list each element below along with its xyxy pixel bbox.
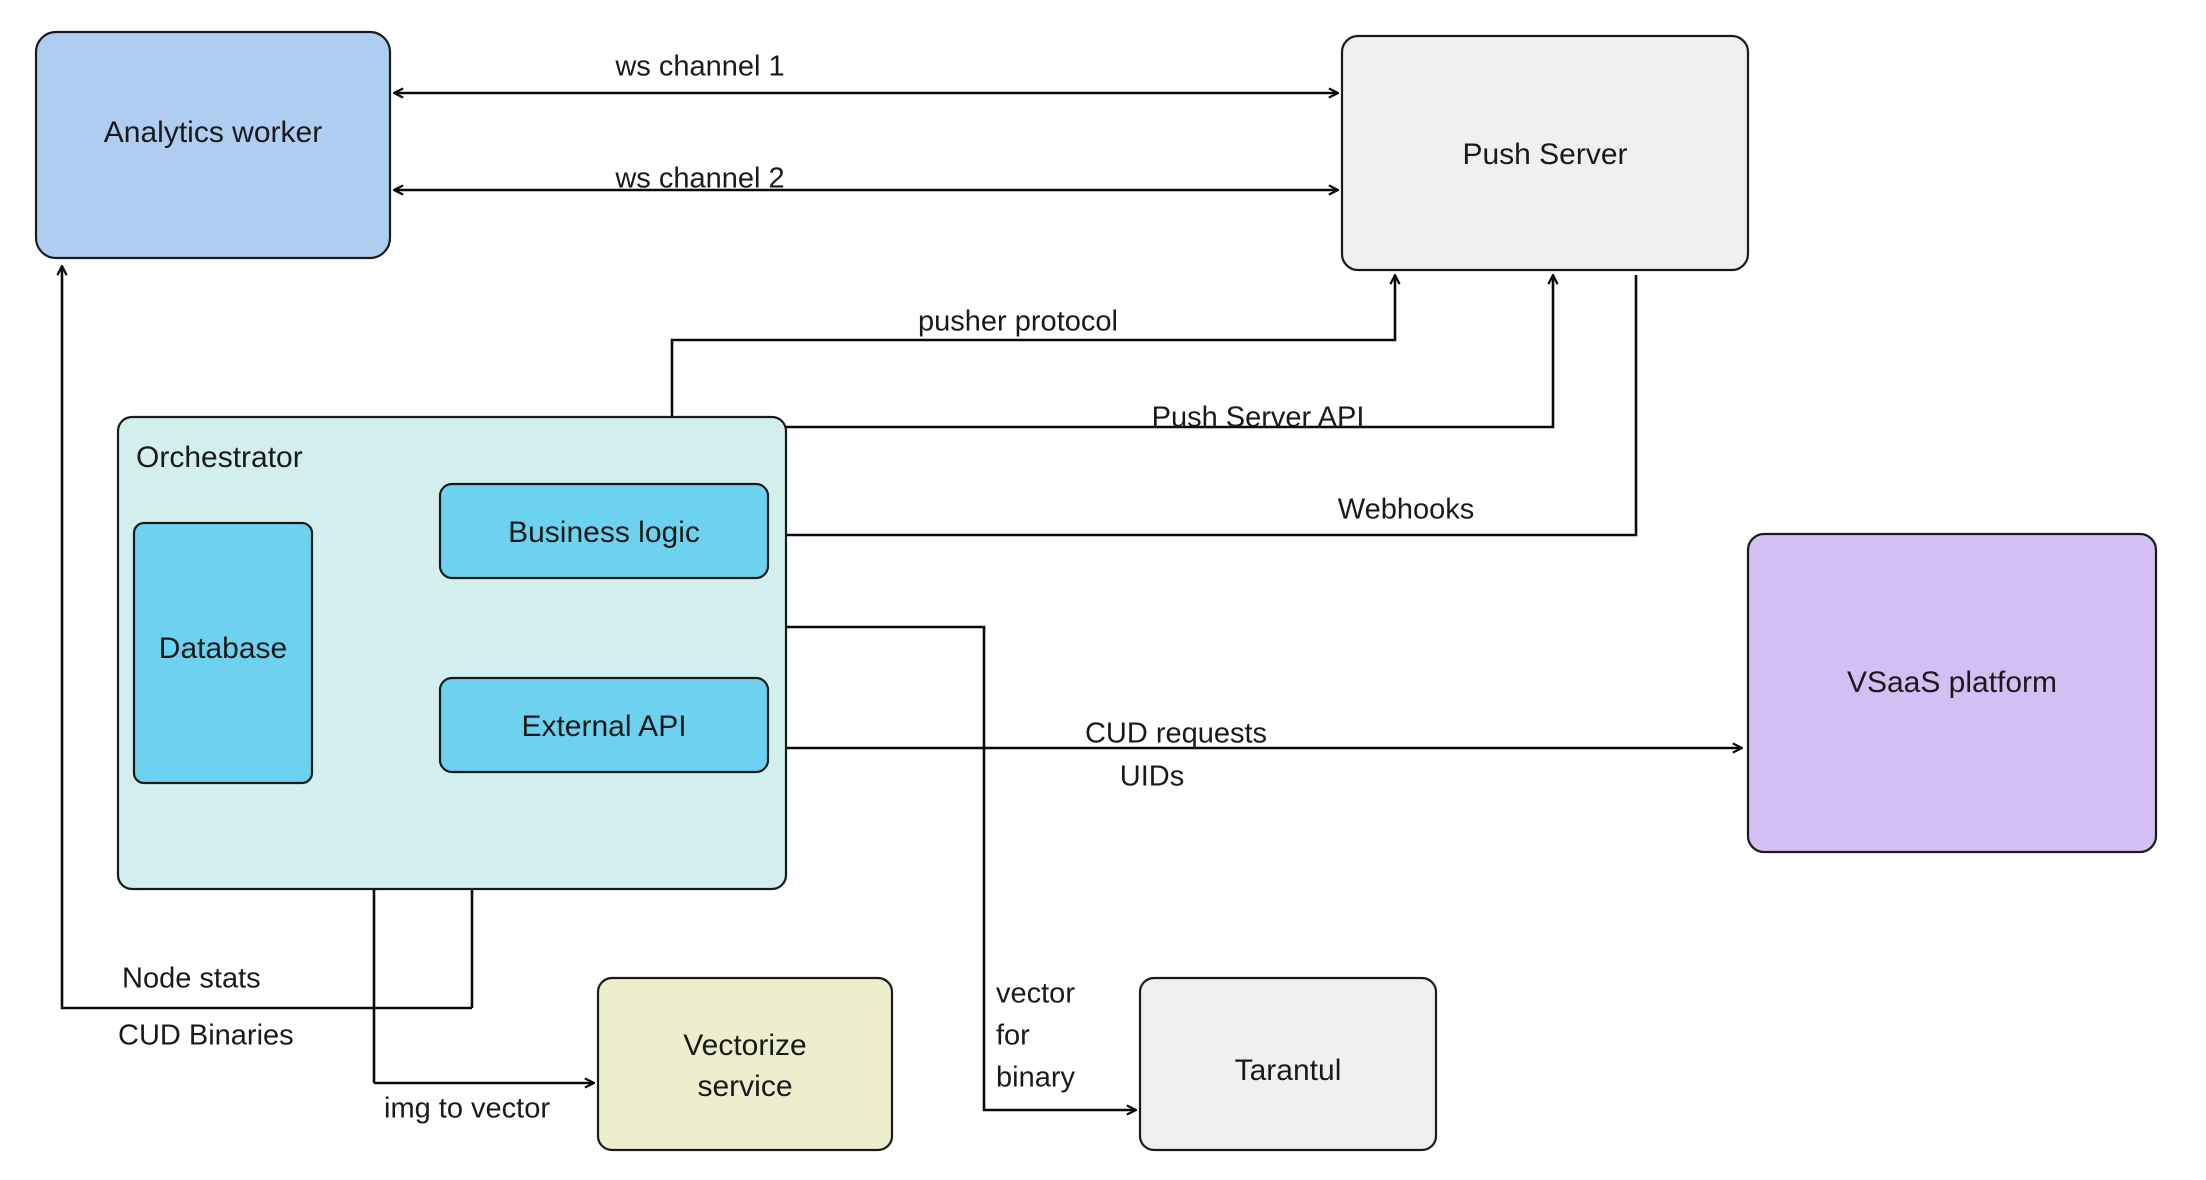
node-stats-line [62, 266, 472, 1010]
node-tarantul[interactable]: Tarantul [1138, 976, 1438, 1152]
node-business-logic[interactable]: Business logic [438, 482, 770, 580]
business-logic-label: Business logic [508, 516, 700, 549]
vectorize-service-rect[interactable] [596, 976, 894, 1152]
node-vectorize-service[interactable]: Vectorize service [596, 976, 894, 1152]
webhooks-line [768, 275, 1638, 535]
edge-ws-channel-2: ws channel 2 [394, 163, 1338, 195]
database-rect[interactable] [132, 521, 314, 785]
img-to-vector-label: img to vector [384, 1093, 550, 1125]
push-server-api-label: Push Server API [1152, 402, 1365, 434]
external-api-rect[interactable] [438, 676, 770, 774]
push-server-api-line [722, 275, 1553, 478]
analytics-worker-rect[interactable] [34, 30, 392, 260]
ws-channel-1-label: ws channel 1 [614, 51, 784, 83]
edge-node-stats: Node stats CUD Binaries [62, 266, 472, 1052]
edge-webhooks: Webhooks [768, 275, 1638, 535]
analytics-worker-label: Analytics worker [104, 116, 322, 149]
edge-cud-requests: CUD requests UIDs [768, 718, 1742, 793]
node-vsaas-platform[interactable]: VSaaS platform [1746, 532, 2158, 854]
vsaas-platform-rect[interactable] [1746, 532, 2158, 854]
edge-img-to-vector: img to vector [374, 1083, 594, 1125]
vector-for-binary-label-line3: binary [996, 1062, 1075, 1094]
vector-for-binary-label-line2: for [996, 1020, 1030, 1052]
webhooks-label: Webhooks [1338, 494, 1475, 526]
vector-for-binary-label-line1: vector [996, 978, 1075, 1010]
node-database[interactable]: Database [132, 521, 314, 785]
cud-binaries-label: CUD Binaries [118, 1020, 294, 1052]
pusher-protocol-label: pusher protocol [918, 306, 1118, 338]
node-stats-label: Node stats [122, 963, 261, 995]
business-logic-rect[interactable] [438, 482, 770, 580]
cud-requests-label-line1: CUD requests [1085, 718, 1267, 750]
node-push-server[interactable]: Push Server [1340, 34, 1750, 272]
node-analytics-worker[interactable]: Analytics worker [34, 30, 392, 260]
vsaas-platform-label: VSaaS platform [1847, 666, 2057, 699]
external-api-label: External API [521, 710, 686, 743]
database-label: Database [159, 632, 287, 665]
tarantul-label: Tarantul [1235, 1054, 1342, 1087]
tarantul-rect[interactable] [1138, 976, 1438, 1152]
push-server-rect[interactable] [1340, 34, 1750, 272]
vectorize-service-label-line2: service [697, 1070, 792, 1103]
edge-ws-channel-1: ws channel 1 [394, 51, 1338, 93]
push-server-label: Push Server [1462, 138, 1627, 171]
edge-push-server-api: Push Server API [722, 275, 1553, 478]
vectorize-service-label-line1: Vectorize [683, 1029, 806, 1062]
node-external-api[interactable]: External API [438, 676, 770, 774]
ws-channel-2-label: ws channel 2 [614, 163, 784, 195]
cud-requests-label-line2: UIDs [1120, 761, 1184, 793]
orchestrator-label: Orchestrator [136, 441, 303, 474]
